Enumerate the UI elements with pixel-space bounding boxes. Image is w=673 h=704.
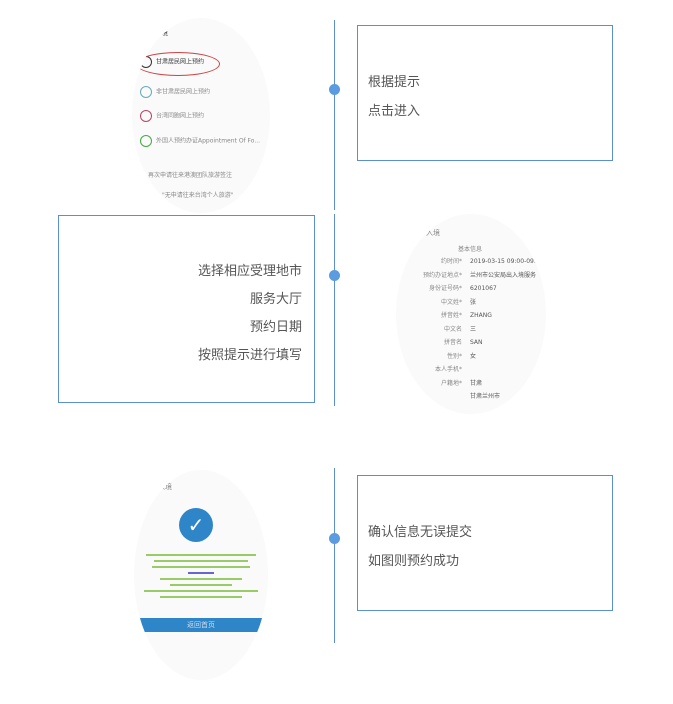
phone-header: 入境 xyxy=(158,483,172,491)
clock-icon xyxy=(140,86,152,98)
phone-screenshot-3: 入境 ✓ 返回首页 xyxy=(134,470,268,680)
form-row[interactable]: 甘肃兰州市 xyxy=(410,391,500,400)
form-row[interactable]: 本人手机* xyxy=(410,364,470,373)
menu-label: 非甘肃居民网上预约 xyxy=(156,88,211,96)
form-row[interactable]: 预约办证地点* 兰州市公安局出入境服务 xyxy=(410,270,536,279)
step-3-box: 确认信息无误提交 如图则预约成功 xyxy=(357,475,613,611)
phone-screenshot-2: 入境 基本信息 约时间* 2019-03-15 09:00-09:30 预约办证地点… xyxy=(396,214,546,414)
form-row[interactable]: 约时间* 2019-03-15 09:00-09:30 xyxy=(410,256,544,265)
clock-icon xyxy=(140,135,152,147)
form-label: 拼音名 xyxy=(443,339,462,346)
form-value: 甘肃兰州市 xyxy=(470,393,501,400)
timeline-line xyxy=(334,20,335,210)
form-row[interactable]: 中文姓* 张 xyxy=(410,297,476,306)
success-message xyxy=(140,550,262,602)
step-text: 如图则预约成功 xyxy=(368,554,460,569)
step-text: 根据提示 xyxy=(368,75,421,90)
form-label: 本人手机* xyxy=(434,366,462,373)
step-text: 预约日期 xyxy=(249,320,302,335)
step-text: 选择相应受理地市 xyxy=(197,264,302,279)
form-value: 甘肃 xyxy=(470,379,483,387)
form-value: 2019-03-15 09:00-09:30 xyxy=(470,258,544,265)
highlight-ellipse xyxy=(136,52,220,76)
form-row[interactable]: 性别* 女 xyxy=(410,351,476,360)
menu-item[interactable]: 再次申请往来港澳团队旅游签注 xyxy=(148,170,232,179)
menu-label: 再次申请往来港澳团队旅游签注 xyxy=(148,172,233,179)
form-label: 约时间* xyxy=(440,258,462,265)
menu-item[interactable]: "无申请往来台湾个人旅游" xyxy=(162,190,234,199)
return-home-button[interactable]: 返回首页 xyxy=(134,618,268,632)
menu-item[interactable]: 外国人预约办证Appointment Of Fo... xyxy=(140,135,260,147)
form-value: 张 xyxy=(470,298,477,306)
form-row[interactable]: 中文名三 xyxy=(410,324,476,333)
form-label: 中文姓* xyxy=(440,298,462,306)
timeline-dot xyxy=(329,270,340,281)
timeline-line xyxy=(334,214,335,406)
step-text: 点击进入 xyxy=(368,104,421,119)
step-2-box: 选择相应受理地市 服务大厅 预约日期 按照提示进行填写 xyxy=(58,215,315,403)
step-text: 确认信息无误提交 xyxy=(368,525,473,540)
form-label: 性别* xyxy=(446,352,462,360)
timeline-line xyxy=(334,468,335,643)
clock-icon xyxy=(140,110,152,122)
step-1-box: 根据提示 点击进入 xyxy=(357,25,613,161)
form-title: 基本信息 xyxy=(458,246,483,253)
form-label: 身份证号码* xyxy=(428,285,462,292)
menu-label: 外国人预约办证Appointment Of Fo... xyxy=(156,137,261,145)
form-value: 兰州市公安局出入境服务 xyxy=(470,271,537,279)
menu-item[interactable]: 非甘肃居民网上预约 xyxy=(140,86,210,98)
form-value: ZHANG xyxy=(470,312,492,319)
success-check-icon: ✓ xyxy=(179,508,213,542)
menu-label: 台湾同胞网上预约 xyxy=(156,112,205,120)
menu-label: "无申请往来台湾个人旅游" xyxy=(162,192,234,199)
menu-item[interactable]: 台湾同胞网上预约 xyxy=(140,110,204,122)
form-value: SAN xyxy=(470,339,483,346)
form-value: 6201067 xyxy=(470,285,497,292)
form-value: 三 xyxy=(470,325,477,333)
form-row[interactable]: 户籍地* 甘肃 xyxy=(410,378,482,387)
step-text: 按照提示进行填写 xyxy=(197,348,302,363)
timeline-dot xyxy=(329,533,340,544)
form-row[interactable]: 拼音名 SAN xyxy=(410,337,483,346)
timeline-dot xyxy=(329,84,340,95)
phone-screenshot-1: 入境 甘肃居民网上预约 非甘肃居民网上预约 台湾同胞网上预约 外国人预约办证Ap… xyxy=(132,18,270,213)
form-label: 预约办证地点* xyxy=(422,271,462,279)
form-label: 中文名 xyxy=(443,325,462,333)
form-label: 户籍地* xyxy=(440,379,462,387)
form-value: 女 xyxy=(470,352,477,360)
form-row[interactable]: 身份证号码* 6201067 xyxy=(410,283,497,292)
form-label: 拼音姓* xyxy=(440,312,462,319)
phone-header: 入境 xyxy=(426,229,440,237)
step-text: 服务大厅 xyxy=(249,292,302,307)
form-row[interactable]: 拼音姓* ZHANG xyxy=(410,310,492,319)
phone-header: 入境 xyxy=(154,29,168,37)
